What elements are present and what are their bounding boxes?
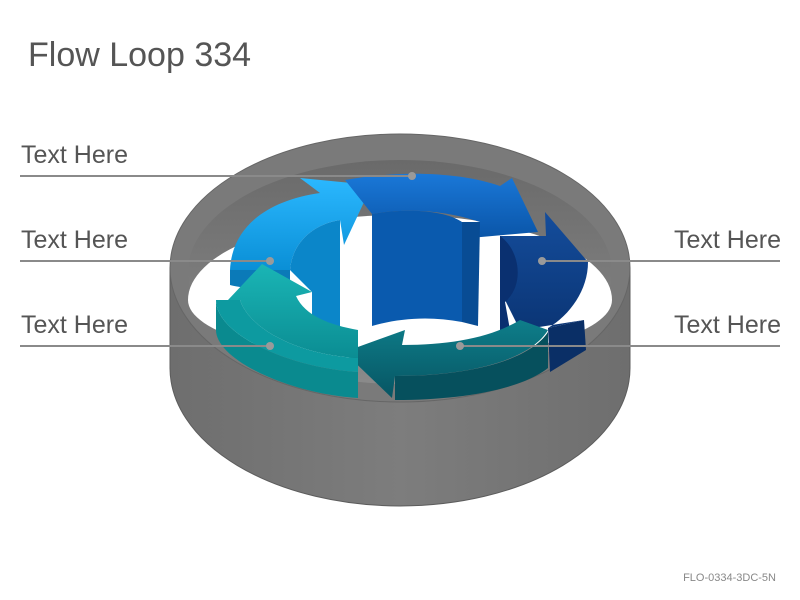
label-right-1: Text Here xyxy=(674,226,781,254)
label-left-1: Text Here xyxy=(21,141,128,169)
leader-dot-4 xyxy=(538,257,546,265)
leader-dots xyxy=(266,172,546,350)
segment-dark-teal xyxy=(344,320,548,400)
segment-dark-blue xyxy=(500,212,588,372)
label-left-2: Text Here xyxy=(21,226,128,254)
leader-dot-3 xyxy=(266,342,274,350)
label-left-3: Text Here xyxy=(21,311,128,339)
segment-blue xyxy=(345,173,538,326)
leader-lines xyxy=(20,175,780,347)
leader-dot-5 xyxy=(456,342,464,350)
flow-ring xyxy=(216,173,588,400)
slide-code: FLO-0334-3DC-5N xyxy=(683,572,776,584)
segment-teal xyxy=(216,264,358,398)
slide-title: Flow Loop 334 xyxy=(28,36,252,74)
leader-dot-2 xyxy=(266,257,274,265)
leader-dot-1 xyxy=(408,172,416,180)
label-right-2: Text Here xyxy=(674,311,781,339)
